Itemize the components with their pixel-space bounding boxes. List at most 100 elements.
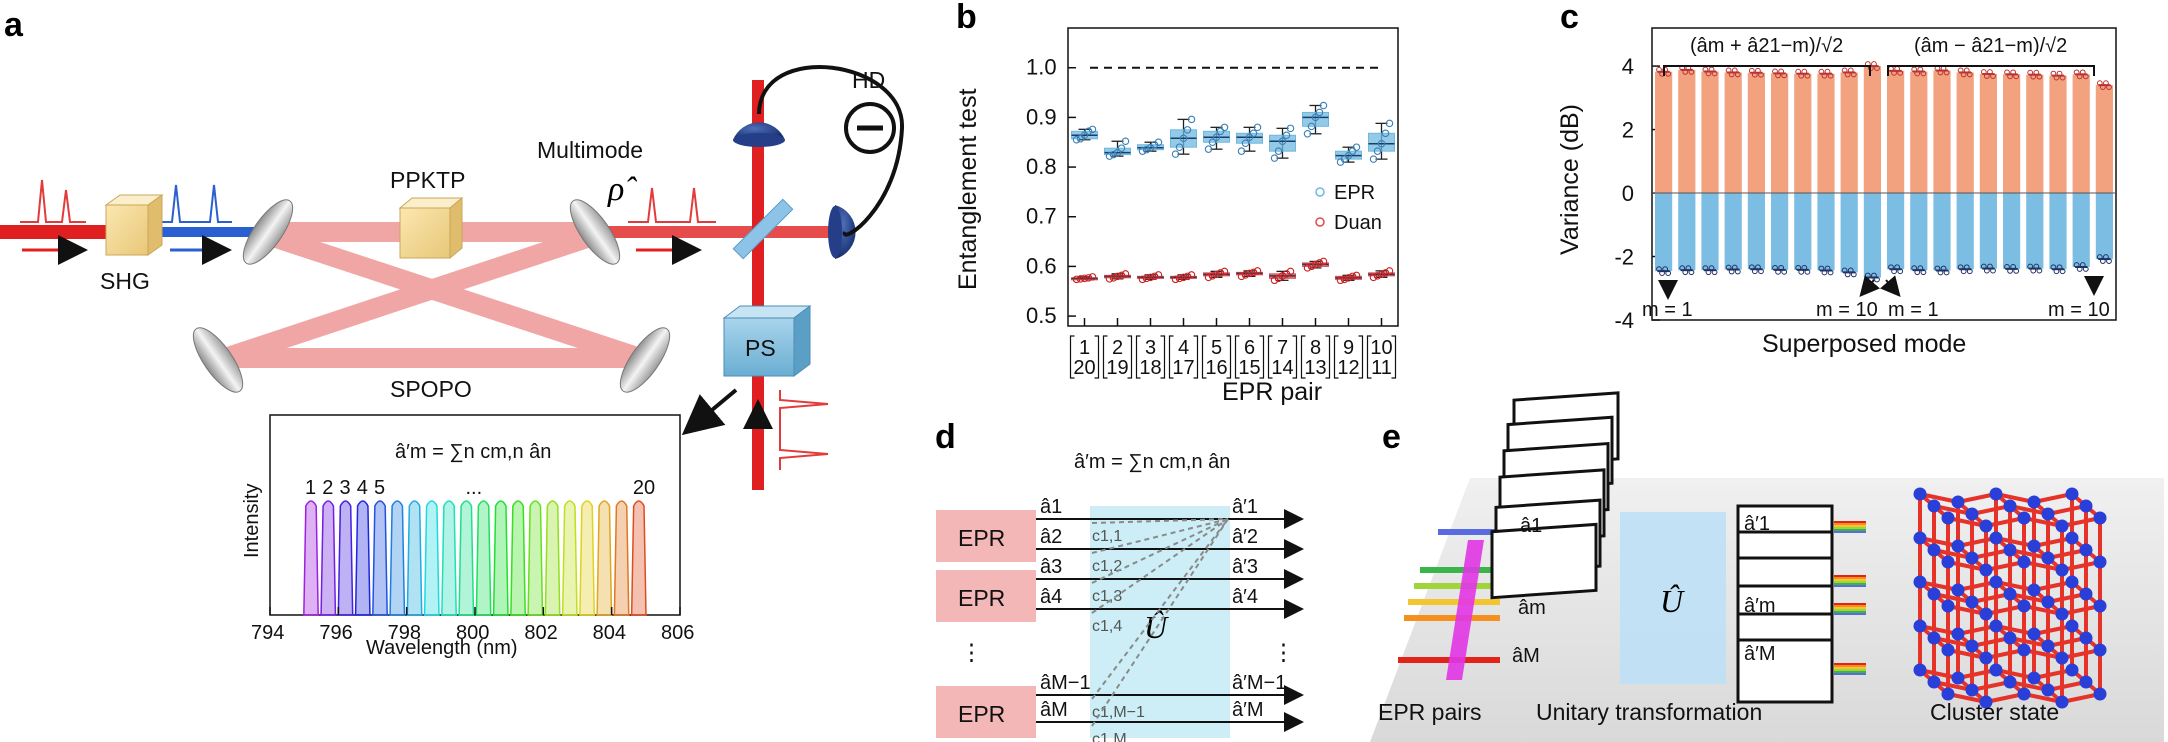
coefficient-connector bbox=[1091, 518, 1229, 700]
bar-squeezing bbox=[1933, 193, 1951, 276]
plot-b-xtick-label-bottom: 17 bbox=[1172, 357, 1194, 379]
panel-letter-a: a bbox=[4, 6, 24, 44]
cluster-node bbox=[2041, 595, 2055, 609]
output-card-label: â′M bbox=[1744, 643, 1776, 665]
rho-label: ρ̂ bbox=[607, 171, 637, 208]
cluster-node bbox=[1941, 511, 1955, 525]
spectrum-peak bbox=[303, 500, 319, 616]
epr-block-label-1: EPR bbox=[958, 525, 1005, 551]
inset-xtick-label: 796 bbox=[319, 622, 352, 644]
plot-b-xtick-label-top: 1 bbox=[1079, 337, 1090, 359]
bar-anti-squeezing bbox=[1655, 66, 1673, 194]
plot-b-xtick-bracket bbox=[1160, 335, 1166, 379]
coefficient-label: c1,1 bbox=[1092, 528, 1122, 545]
cluster-node bbox=[2093, 511, 2107, 525]
cluster-node bbox=[1913, 575, 1927, 589]
coefficient-label: c1,2 bbox=[1092, 558, 1122, 575]
cavity-mirror-2 bbox=[569, 199, 621, 265]
legend-duan-label: Duan bbox=[1334, 212, 1382, 234]
cluster-node bbox=[1979, 607, 1993, 621]
plot-b-xtick-bracket bbox=[1102, 335, 1108, 379]
cluster-node bbox=[2065, 619, 2079, 633]
cluster-node bbox=[2055, 519, 2069, 533]
plot-c-bracket-1 bbox=[1663, 65, 1871, 76]
coefficient-connector bbox=[1091, 518, 1229, 524]
bar-anti-squeezing bbox=[1863, 61, 1881, 194]
plot-c-annotation-m10-b: m = 10 bbox=[2048, 299, 2110, 321]
bar-squeezing bbox=[1701, 193, 1719, 276]
cluster-node bbox=[1913, 619, 1927, 633]
cluster-node bbox=[1965, 683, 1979, 697]
plot-b-xtick-label-bottom: 18 bbox=[1139, 357, 1161, 379]
input-mode-label: â2 bbox=[1040, 526, 1062, 548]
plot-b-xtick-bracket bbox=[1069, 335, 1075, 379]
shg-crystal bbox=[104, 194, 164, 256]
cluster-node bbox=[1951, 495, 1965, 509]
output-mode-label: â′1 bbox=[1232, 496, 1258, 518]
spectrum-peak bbox=[630, 500, 647, 616]
bar-anti-squeezing bbox=[1910, 66, 1928, 194]
plot-b-xtick-label-bottom: 15 bbox=[1238, 357, 1260, 379]
cluster-node bbox=[2003, 587, 2017, 601]
plot-b-xtick-label-top: 2 bbox=[1112, 337, 1123, 359]
plot-b-xtick-label-bottom: 16 bbox=[1205, 357, 1227, 379]
panel-e-unitary-label: Unitary transformation bbox=[1536, 699, 1762, 725]
plot-b-xtick-bracket bbox=[1127, 335, 1133, 379]
plot-b-frame bbox=[1067, 27, 1399, 327]
box-duan bbox=[1203, 267, 1230, 282]
bar-anti-squeezing bbox=[1817, 68, 1835, 194]
plot-b-xtick-bracket bbox=[1358, 335, 1364, 379]
plot-c-ytick-label: 0 bbox=[1622, 181, 1634, 206]
bar-squeezing bbox=[1678, 193, 1696, 276]
hd-label: HD bbox=[852, 67, 885, 93]
spectrum-peak bbox=[458, 500, 475, 616]
panel-e-input-beams bbox=[1398, 529, 1500, 680]
cluster-node bbox=[1979, 519, 1993, 533]
plot-b-xtick-label-top: 5 bbox=[1211, 337, 1222, 359]
box-duan bbox=[1335, 271, 1362, 285]
cavity-mirror-4 bbox=[619, 327, 671, 393]
cluster-node bbox=[2017, 599, 2031, 613]
panel-letter-d: d bbox=[935, 418, 956, 456]
box-epr bbox=[1137, 138, 1164, 155]
box-duan bbox=[1170, 271, 1197, 284]
input-card-label: âM bbox=[1512, 645, 1540, 667]
plot-b-xtick-bracket bbox=[1259, 335, 1265, 379]
cluster-node bbox=[2003, 631, 2017, 645]
bar-squeezing bbox=[1887, 193, 1905, 275]
cluster-node bbox=[1927, 543, 1941, 557]
cluster-node bbox=[2055, 651, 2069, 665]
cluster-node bbox=[1965, 551, 1979, 565]
cluster-node bbox=[2017, 555, 2031, 569]
bar-anti-squeezing bbox=[1701, 66, 1719, 194]
legend-duan-marker bbox=[1315, 217, 1325, 227]
panel-letter-e: e bbox=[1382, 418, 1401, 456]
inset-xtick-label: 800 bbox=[456, 622, 489, 644]
output-mode-label: â′3 bbox=[1232, 556, 1258, 578]
bar-anti-squeezing bbox=[1794, 68, 1812, 194]
input-card-label: â1 bbox=[1520, 515, 1542, 537]
multimode-label: Multimode bbox=[537, 137, 643, 163]
plot-c-group-label-1: (âm + â21−m)/√2 bbox=[1690, 35, 1843, 57]
ppktp-label: PPKTP bbox=[390, 167, 465, 193]
cluster-node bbox=[1979, 695, 1993, 709]
spectrum-peak bbox=[613, 500, 630, 616]
cluster-node bbox=[1927, 675, 1941, 689]
box-epr bbox=[1071, 125, 1098, 144]
cavity-mirror-3 bbox=[192, 327, 244, 393]
plot-c-arrow-2 bbox=[1859, 275, 1881, 298]
inset-peak-label: 20 bbox=[633, 477, 655, 499]
spectrum-peak bbox=[561, 500, 578, 616]
spectrum-peak bbox=[527, 500, 544, 616]
input-card bbox=[1490, 522, 1598, 600]
plot-b-xtick-label-top: 8 bbox=[1310, 337, 1321, 359]
plot-b-xtick-label-bottom: 11 bbox=[1371, 357, 1392, 379]
box-epr bbox=[1368, 119, 1395, 163]
box-epr bbox=[1236, 123, 1263, 155]
epr-block-label-2: EPR bbox=[958, 585, 1005, 611]
plot-b-xtick-bracket bbox=[1201, 335, 1207, 379]
plot-b-xtick-label-bottom: 19 bbox=[1106, 357, 1128, 379]
box-epr bbox=[1170, 115, 1197, 158]
legend-epr-label: EPR bbox=[1334, 182, 1375, 204]
